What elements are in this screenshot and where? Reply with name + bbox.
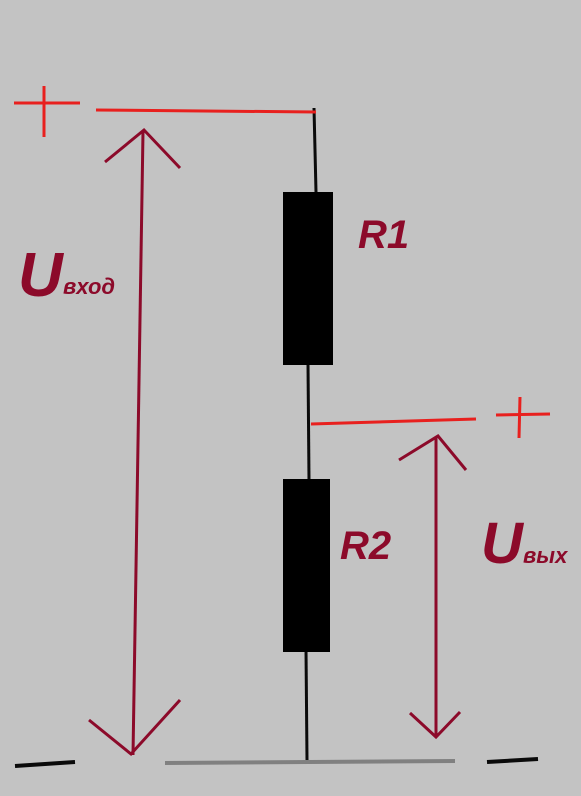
ground-line <box>164 759 456 765</box>
output-voltage-subscript: вых <box>523 543 568 568</box>
output-voltage-arrow <box>398 434 468 740</box>
output-minus-sign <box>486 757 539 764</box>
resistor-r1 <box>283 192 333 365</box>
r2-label: R2 <box>340 524 391 568</box>
resistor-r2 <box>283 479 330 652</box>
input-plus-sign <box>14 86 80 137</box>
r1-label: R1 <box>358 213 409 257</box>
input-voltage-symbol: U <box>18 241 65 310</box>
wire-bottom <box>304 649 309 761</box>
input-terminal-line <box>95 108 317 114</box>
wire-middle <box>306 363 311 481</box>
output-terminal-line <box>310 417 477 426</box>
input-voltage-arrow <box>88 127 182 757</box>
input-minus-sign <box>14 760 76 768</box>
output-plus-sign <box>495 396 551 439</box>
output-voltage-symbol: U <box>481 511 525 576</box>
input-voltage-subscript: вход <box>63 274 115 299</box>
wire-top <box>312 107 318 193</box>
